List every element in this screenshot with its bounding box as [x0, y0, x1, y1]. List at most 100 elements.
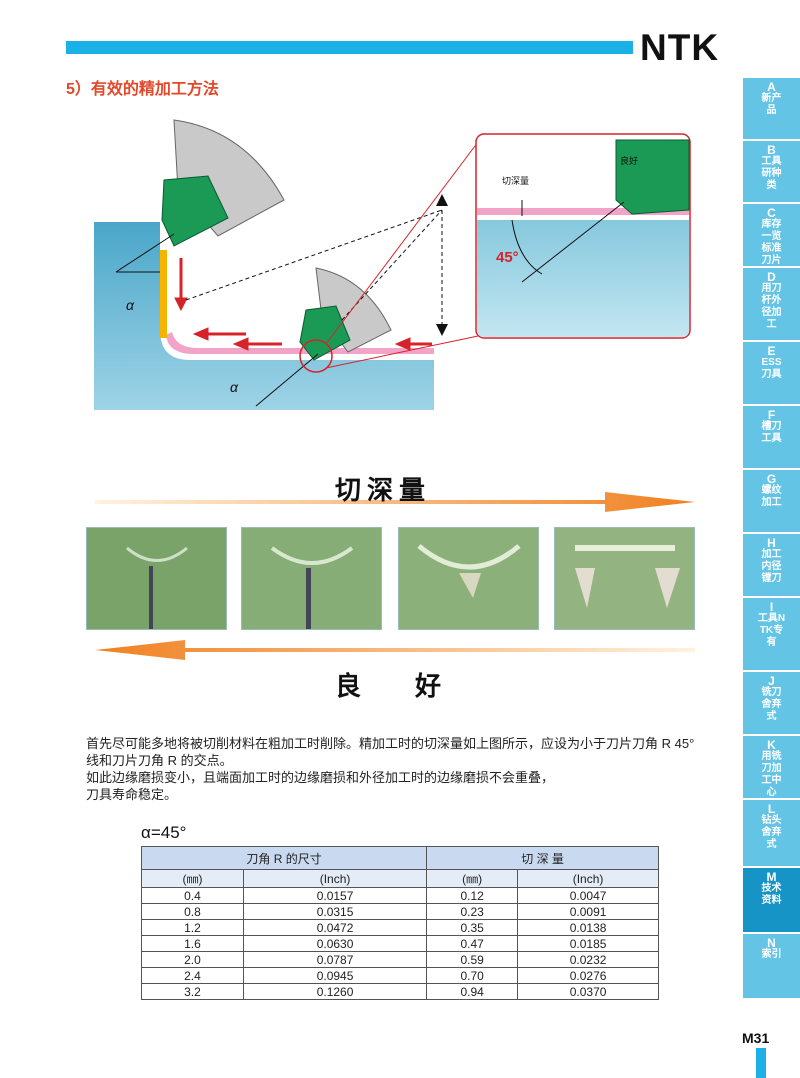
zoom-circle: [299, 339, 333, 373]
side-tab-text: 库存一览标准刀片: [761, 219, 782, 266]
table-cell: 0.1260: [242, 983, 428, 1000]
table-cell: 0.0232: [517, 951, 659, 968]
side-tab-text: 螺纹加工: [761, 485, 782, 508]
side-tab-letter: L: [767, 802, 776, 816]
side-tab-letter: J: [768, 674, 775, 688]
table-cell: 0.59: [426, 951, 519, 968]
brand-logo: NTK: [640, 27, 720, 68]
page-number: M31: [742, 1030, 770, 1046]
side-tab-letter: I: [769, 600, 774, 614]
side-tab-text: 工具研种类: [761, 156, 782, 191]
insert-top: [161, 175, 229, 247]
table-cell: 0.0787: [242, 951, 428, 968]
wear-photo-3: [398, 527, 539, 630]
table-cell: 0.35: [426, 919, 519, 936]
side-tab-letter: D: [767, 270, 776, 284]
group-header-radius: 刀角 R 的尺寸: [140, 846, 428, 870]
face-stock: [160, 250, 167, 338]
feed-arrows: [174, 258, 432, 351]
table-cell: 0.0157: [242, 887, 428, 904]
side-tab-text: 用铣刀加工中心: [761, 751, 782, 798]
table-cell: 0.23: [426, 903, 519, 920]
side-tab-text: 索引: [761, 949, 782, 960]
tool-path: [185, 209, 443, 328]
table-cell: 0.8: [141, 903, 244, 920]
table-cell: 0.0047: [517, 887, 659, 904]
side-tab-text: 工具NTK专有: [757, 613, 786, 648]
angle-label: 45°: [496, 249, 519, 266]
side-tab-text: 铣刀舍弃式: [761, 687, 782, 722]
side-tab-letter: K: [767, 738, 776, 752]
table-cell: 0.0185: [517, 935, 659, 952]
inset-insert: [615, 139, 690, 215]
side-tab-letter: M: [766, 870, 777, 884]
side-tab-letter: E: [767, 344, 776, 358]
header-bar: [66, 41, 633, 54]
insert-bottom: [299, 305, 351, 361]
side-tab-letter: F: [767, 408, 776, 422]
alpha-label-1: α: [126, 297, 135, 313]
side-tab-text: 新产品: [761, 93, 782, 116]
good-label: 良好: [620, 155, 638, 166]
good-arrow-label: 良 好: [335, 671, 456, 701]
depth-table: 刀角 R 的尺寸 切 深 量 (㎜) (Inch) (㎜) (Inch) 0.4…: [140, 846, 659, 1000]
sub-header: (Inch): [242, 869, 428, 888]
table-cell: 0.0945: [242, 967, 428, 984]
sub-header: (㎜): [426, 869, 519, 888]
wear-photo-1: [86, 527, 227, 630]
table-cell: 0.12: [426, 887, 519, 904]
table-cell: 1.2: [141, 919, 244, 936]
wear-photo-2: [241, 527, 382, 630]
side-tab-text: 钻头舍弃式: [761, 815, 782, 850]
depth-arrow: [95, 492, 695, 512]
table-cell: 3.2: [141, 983, 244, 1000]
side-tab-text: 槽刀工具: [761, 421, 782, 444]
side-tab-letter: H: [767, 536, 776, 550]
table-cell: 0.70: [426, 967, 519, 984]
table-cell: 0.0138: [517, 919, 659, 936]
paragraph-line-3: 刀具寿命稳定。: [86, 787, 178, 802]
page-number-bar: [756, 1048, 766, 1078]
alpha-label-2: α: [230, 379, 239, 395]
side-tab-text: 用刀杆外径加工: [761, 283, 782, 330]
description-paragraph: 首先尽可能多地将被切削材料在粗加工时削除。精加工时的切深量如上图所示，应设为小于…: [86, 735, 706, 803]
good-arrow: [95, 640, 695, 660]
table-cell: 0.0091: [517, 903, 659, 920]
table-cell: 1.6: [141, 935, 244, 952]
table-cell: 0.94: [426, 983, 519, 1000]
group-header-depth: 切 深 量: [426, 846, 659, 870]
table-cell: 0.0370: [517, 983, 659, 1000]
side-tab-letter: A: [767, 80, 776, 94]
table-cell: 0.0630: [242, 935, 428, 952]
paragraph-line-1: 首先尽可能多地将被切削材料在粗加工时削除。精加工时的切深量如上图所示，应设为小于…: [86, 736, 695, 768]
wear-photo-4: [554, 527, 695, 630]
paragraph-line-2: 如此边缘磨损变小，且端面加工时的边缘磨损和外径加工时的边缘磨损不会重叠，: [86, 770, 555, 785]
table-caption: α=45°: [141, 823, 187, 842]
finishing-diagram: α α 切深量 良好 45°: [94, 119, 691, 410]
side-tab-letter: N: [767, 936, 776, 950]
depth-arrow-label: 切深量: [335, 475, 432, 505]
table-cell: 0.0276: [517, 967, 659, 984]
side-tab-text: 加工内径镗刀: [761, 549, 782, 584]
side-tab-letter: B: [767, 143, 776, 157]
